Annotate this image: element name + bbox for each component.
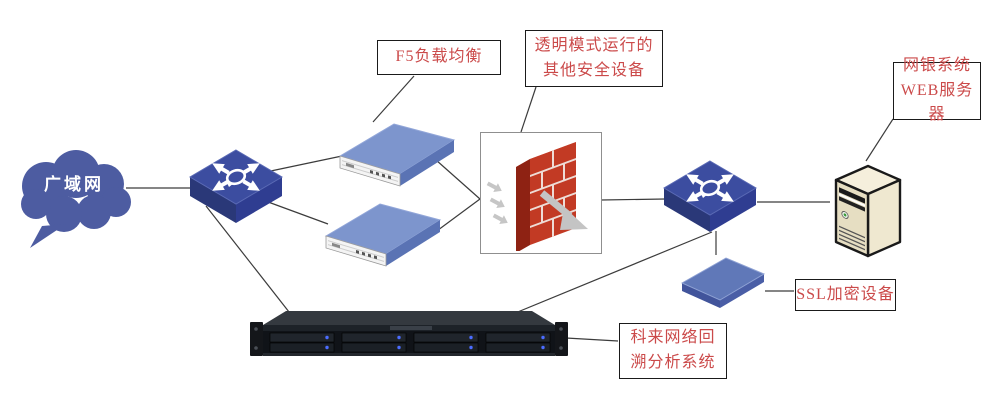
core-switch-icon bbox=[189, 149, 283, 223]
label-colasoft-analyzer: 科来网络回 溯分析系统 bbox=[619, 323, 727, 379]
connector-line bbox=[520, 86, 537, 133]
connector-line bbox=[259, 198, 329, 225]
label-transparent-line1: 透明模式运行的 bbox=[534, 36, 654, 54]
wan-cloud-icon bbox=[21, 150, 131, 248]
load-balancer-1-icon bbox=[338, 123, 456, 187]
load-balancer-2-icon bbox=[324, 203, 442, 267]
label-f5-load-balancer: F5负载均衡 bbox=[377, 40, 501, 75]
connector-line bbox=[372, 75, 415, 123]
label-web-server-line1: 网银系统 bbox=[902, 56, 971, 74]
rack-analyzer-icon bbox=[250, 311, 568, 356]
connector-line bbox=[435, 159, 481, 200]
ssl-device-icon bbox=[680, 257, 766, 308]
label-colasoft-line2: 溯分析系统 bbox=[630, 354, 716, 371]
connector-line bbox=[565, 337, 619, 342]
connector-line bbox=[205, 205, 301, 327]
web-server-icon bbox=[834, 164, 902, 258]
label-web-server: 网银系统 WEB服务器 bbox=[893, 57, 981, 123]
firewall-icon bbox=[486, 141, 588, 251]
connector-line bbox=[507, 231, 713, 317]
firewall-container-box bbox=[480, 132, 602, 254]
distribution-switch-icon bbox=[663, 160, 757, 232]
connector-line bbox=[865, 118, 894, 162]
wan-cloud-label: 广域网 bbox=[44, 175, 104, 194]
label-colasoft-line1: 科来网络回 bbox=[630, 329, 716, 347]
connector-line bbox=[265, 155, 343, 173]
connector-line bbox=[600, 198, 666, 201]
label-transparent-line2: 其他安全设备 bbox=[542, 61, 645, 79]
label-web-server-line2: WEB服务器 bbox=[900, 81, 974, 124]
label-f5-text: F5负载均衡 bbox=[395, 48, 483, 66]
label-ssl-text: SSL加密设备 bbox=[796, 285, 895, 303]
label-transparent-security: 透明模式运行的 其他安全设备 bbox=[525, 30, 663, 87]
label-ssl-device: SSL加密设备 bbox=[795, 279, 896, 311]
